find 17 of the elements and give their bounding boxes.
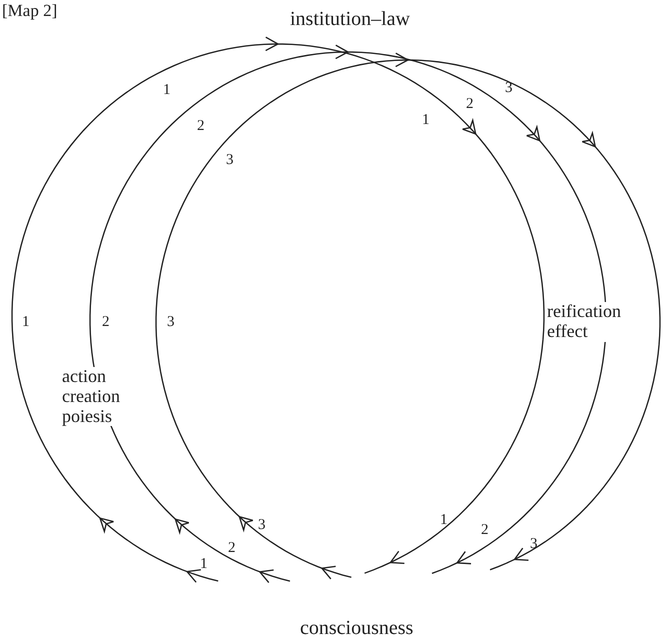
loop-number: 1 bbox=[440, 512, 448, 528]
loop-number: 3 bbox=[167, 314, 174, 330]
loop-number: 2 bbox=[228, 540, 236, 556]
loop-number: 3 bbox=[530, 536, 538, 552]
loop-number: 1 bbox=[422, 112, 430, 128]
loop-number: 1 bbox=[22, 314, 30, 330]
loop-number: 2 bbox=[481, 522, 488, 538]
loop-number: 1 bbox=[200, 556, 208, 572]
diagram-title: [Map 2] bbox=[2, 2, 58, 21]
loop-number: 2 bbox=[197, 118, 204, 134]
loop-number: 2 bbox=[102, 314, 110, 330]
loop-number: 3 bbox=[258, 517, 266, 534]
loop-number: 2 bbox=[466, 96, 474, 112]
loop-number: 1 bbox=[163, 82, 170, 98]
top-label: institution–law bbox=[290, 8, 410, 30]
loop-number: 3 bbox=[226, 152, 234, 168]
bottom-label: consciousness bbox=[300, 617, 414, 639]
